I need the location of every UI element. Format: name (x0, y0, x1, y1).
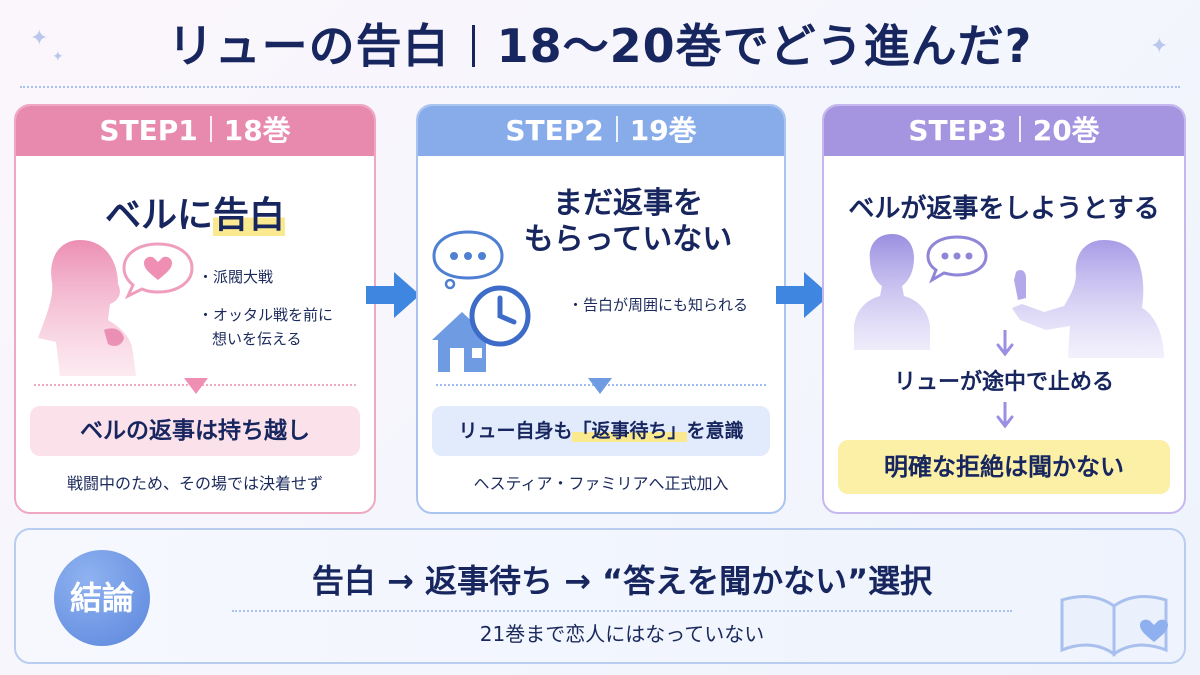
conclusion-badge: 結論 (54, 550, 150, 646)
step1-headline-plain: ベルに (104, 195, 213, 236)
header-divider (1018, 116, 1021, 142)
right-arrow-icon (366, 272, 420, 318)
step2-volume: 19巻 (629, 114, 697, 147)
boy-silhouette-icon (854, 234, 930, 350)
girl-stop-hand-icon (1012, 240, 1164, 358)
title-divider (471, 24, 475, 67)
open-book-heart-icon (1060, 595, 1168, 657)
step2-header: STEP2 19巻 (418, 106, 784, 156)
sparkle-icon: ✦ (52, 49, 64, 65)
step1-result-box: ベルの返事は持ち越し (30, 406, 360, 456)
step1-label: STEP1 (99, 114, 198, 147)
conclusion-sub: 21巻まで恋人にはなっていない (479, 622, 765, 646)
step1-bullet: ・派閥大戦 (198, 268, 274, 286)
step1-volume: 18巻 (223, 114, 291, 147)
conclusion-divider (232, 610, 1012, 612)
title-underline (20, 86, 1180, 88)
step2-result-highlight: 「返事待ち」 (572, 420, 687, 442)
step1-headline-highlight: 告白 (213, 195, 286, 236)
conclusion-panel: 結論 告白 → 返事待ち → “答えを聞かない”選択 21巻まで恋人にはなってい… (14, 528, 1186, 664)
conclusion-main: 告白 → 返事待ち → “答えを聞かない”選択 (311, 562, 933, 600)
thought-bubble-icon (432, 230, 504, 290)
down-arrow-icon (996, 402, 1014, 429)
header-divider (615, 116, 618, 142)
step1-bullet: ・オッタル戦を前に (198, 306, 334, 324)
house-clock-icon (432, 285, 531, 372)
sparkle-icon: ✦ (1150, 34, 1169, 59)
right-arrow-icon (776, 272, 830, 318)
step2-bullet: ・告白が周囲にも知られる (568, 296, 749, 314)
step1-headline: ベルに告白 (16, 186, 374, 238)
girl-silhouette-icon (38, 240, 136, 376)
step3-label: STEP3 (908, 114, 1007, 147)
step1-card: STEP1 18巻 ベルに告白 ・派閥大戦 ・オッタル戦を前に 想いを伝える ベル… (14, 104, 376, 514)
step3-headline: ベルが返事をしようとする (848, 194, 1160, 224)
step2-result-box: リュー自身も「返事待ち」を意識 (432, 406, 770, 456)
down-triangle-icon (588, 378, 612, 394)
page-title: リューの告白 18〜20巻でどう進んだ? (0, 14, 1200, 78)
step2-note: ヘスティア・ファミリアへ正式加入 (473, 474, 729, 493)
step1-note: 戦闘中のため、その場では決着せず (66, 474, 323, 493)
step3-header: STEP3 20巻 (824, 106, 1184, 156)
step1-bullet: 想いを伝える (212, 330, 302, 348)
title-left: リューの告白 (167, 19, 450, 73)
step2-card: STEP2 19巻 まだ返事を もらっていない ・告白が周囲にも知られる リュー自… (416, 104, 786, 514)
step2-headline-line2: もらっていない (523, 222, 733, 257)
down-arrow-icon (996, 330, 1014, 357)
step1-header: STEP1 18巻 (16, 106, 374, 156)
title-right: 18〜20巻でどう進んだ? (496, 19, 1033, 73)
heart-speech-bubble-icon (122, 242, 194, 300)
step2-result-plain: を意識 (686, 420, 744, 442)
step3-result-box: 明確な拒絶は聞かない (838, 440, 1170, 494)
step3-card: STEP3 20巻 ベルが返事をしようとする リューが途中で止める 明確な拒絶は聞… (822, 104, 1186, 514)
step3-volume: 20巻 (1032, 114, 1100, 147)
step2-label: STEP2 (505, 114, 604, 147)
speech-bubble-icon (926, 235, 988, 284)
header-divider (209, 116, 212, 142)
step3-middle: リューが途中で止める (893, 370, 1114, 395)
down-triangle-icon (184, 378, 208, 394)
step2-result-plain: リュー自身も (458, 420, 573, 442)
sparkle-icon: ✦ (30, 26, 49, 51)
step2-headline-line1: まだ返事を (553, 186, 703, 221)
